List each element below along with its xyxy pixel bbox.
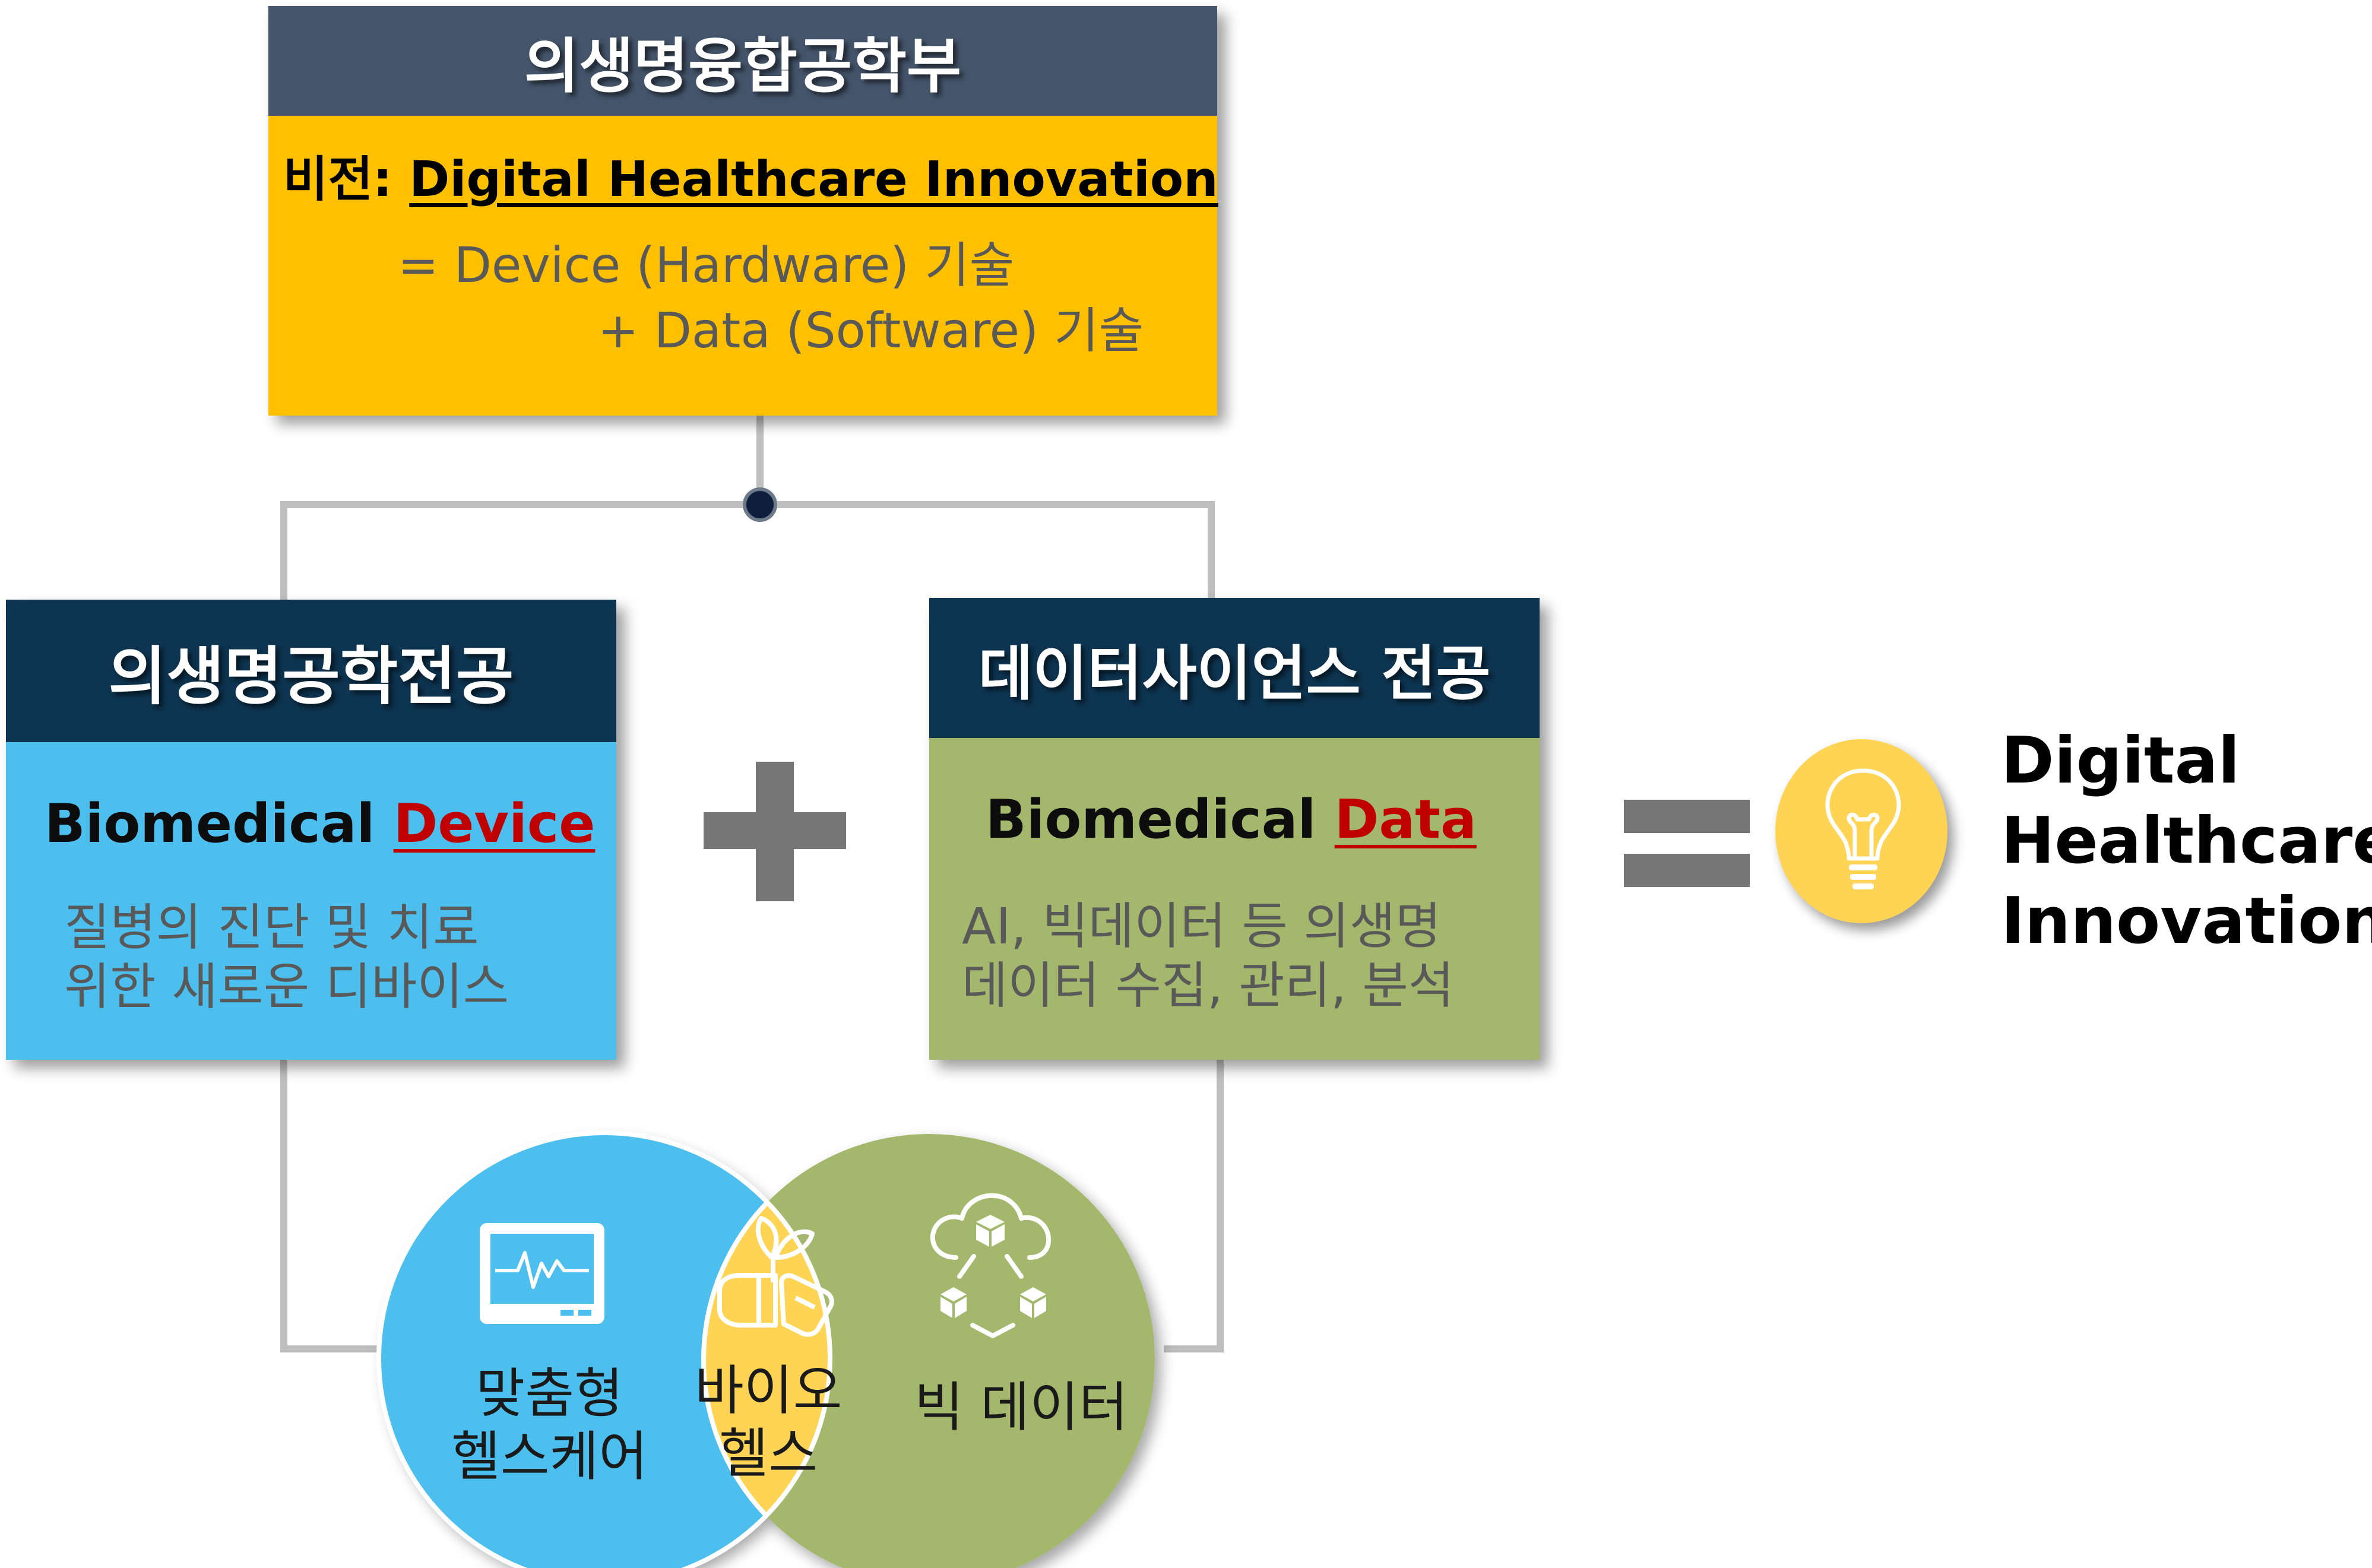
biomedical-device-panel: Biomedical Device 질병의 진단 및 치료 위한 새로운 디바이… [6,742,616,1060]
venn-left-label: 맞춤형 헬스케어 [451,1363,648,1488]
vision-statement: 비전: Digital Healthcare Innovation [283,140,1218,210]
device-description-line2: 위한 새로운 디바이스 [64,958,509,1016]
venn-right-circle [704,1134,1155,1568]
device-label: Device [393,793,596,855]
cloud-blocks-icon [930,1193,1051,1338]
venn-center-label: 바이오 헬스 [695,1360,842,1485]
data-science-box: 데이터사이언스 전공 Biomedical Data AI, 빅데이터 등 의생… [929,598,1540,1060]
outcome-line3: Innovation [2001,884,2372,958]
vision-title: Digital Healthcare Innovation [409,151,1218,208]
biomedical-label: Biomedical [986,788,1335,851]
biomedical-data-heading: Biomedical Data [986,788,1477,851]
data-science-title: 데이터사이언스 전공 [929,598,1540,738]
biomedical-engineering-box: 의생명공학전공 Biomedical Device 질병의 진단 및 치료 위한… [6,600,616,1060]
venn-left-line2: 헬스케어 [451,1426,648,1488]
biomedical-device-heading: Biomedical Device [45,793,595,855]
capsule-sprout-icon [717,1216,834,1337]
school-vision-panel: 비전: Digital Healthcare Innovation = Devi… [268,116,1218,416]
device-description-line1: 질병의 진단 및 치료 [64,898,479,956]
vision-label: 비전: [283,151,392,208]
venn-center-line2: 헬스 [719,1423,818,1485]
school-box: 의생명융합공학부 비전: Digital Healthcare Innovati… [268,6,1218,416]
venn-right-label: 빅 데이터 [914,1376,1128,1439]
monitor-ecg-icon [480,1223,604,1324]
biomedical-engineering-title: 의생명공학전공 [6,600,616,742]
biomedical-data-panel: Biomedical Data AI, 빅데이터 등 의생명 데이터 수집, 관… [929,738,1540,1060]
outcome-line2: Healthcare [2001,804,2372,878]
venn-left-line1: 맞춤형 [476,1363,623,1425]
data-label: Data [1334,788,1477,851]
data-description-line1: AI, 빅데이터 등 의생명 [962,897,1442,955]
equation-device: = Device (Hardware) 기술 [398,237,1015,294]
outcome-line1: Digital [2001,724,2240,798]
school-title: 의생명융합공학부 [268,6,1217,116]
data-description-line2: 데이터 수집, 관리, 분석 [962,956,1455,1015]
venn-center-line1: 바이오 [695,1360,843,1422]
junction-dot-icon [743,487,777,522]
equation-data: + Data (Software) 기술 [598,303,1144,359]
biomedical-label: Biomedical [45,793,394,855]
lightbulb-icon [1825,768,1901,889]
